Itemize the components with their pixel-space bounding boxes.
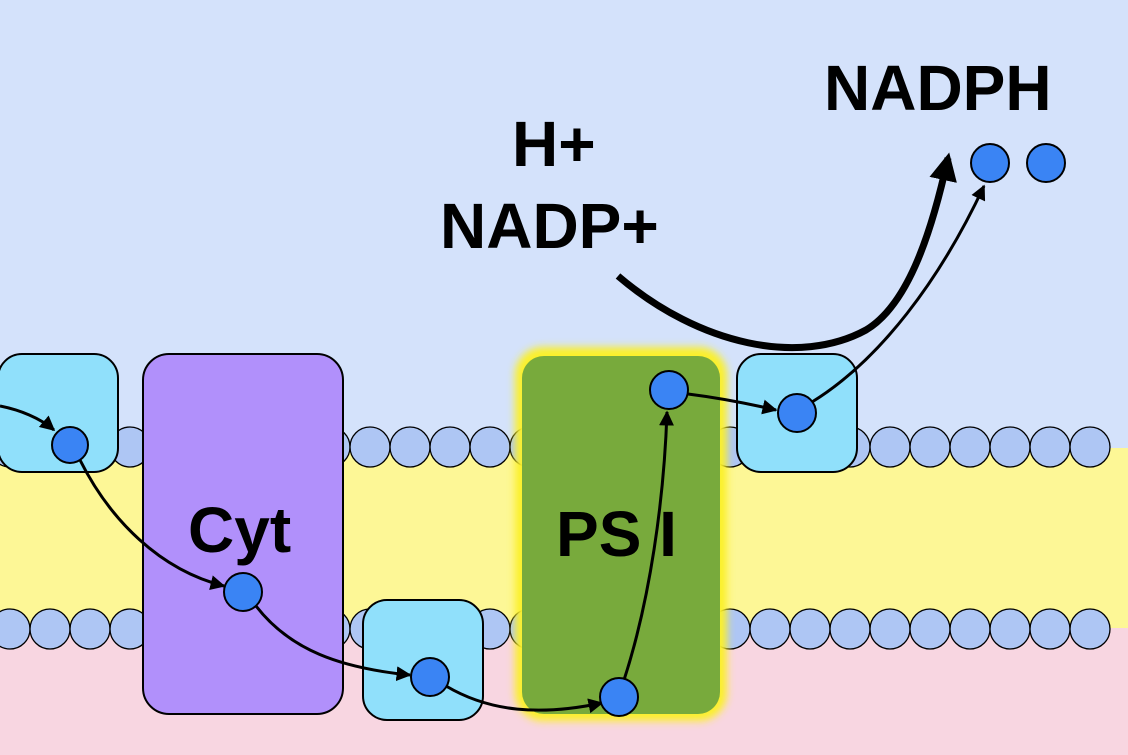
arrow-ferredoxin-to-nadph [811,184,986,404]
electron-dot-icon [410,657,450,697]
lipid-head [469,426,511,468]
arrow-cyt-to-plastocyanin [254,605,412,682]
lipid-head [1029,608,1071,650]
lipid-head [789,608,831,650]
lipid-head [949,608,991,650]
nadph-label: NADPH [824,52,1052,124]
nadp-plus-label: NADP+ [440,190,659,262]
arrow-plastocyanin-to-ps1 [445,684,604,714]
arrow-into-carrier-left [0,404,56,432]
arrow-ps1-to-ferredoxin [687,392,778,415]
lipid-head [989,608,1031,650]
lipid-head [909,608,951,650]
lipid-head [1029,426,1071,468]
lipid-head [749,608,791,650]
arrow-ps1-up [622,410,675,681]
arrow-carrier-to-cyt [78,459,226,590]
electron-dot-icon [1026,143,1066,183]
arrow-nadp-reduction [615,152,957,351]
electron-dot-icon [970,143,1010,183]
photosystem-one [522,356,720,714]
cytochrome-complex [142,353,344,715]
lipid-head [869,426,911,468]
lipid-head [989,426,1031,468]
electron-dot-icon [777,393,817,433]
h-plus-label: H+ [512,108,596,180]
electron-dot-icon [599,677,639,717]
lipid-head [909,426,951,468]
electron-dot-icon [223,572,263,612]
lipid-head [949,426,991,468]
lipid-head [1069,608,1111,650]
lipid-head [389,426,431,468]
lipid-head [69,608,111,650]
lipid-head [429,426,471,468]
lipid-head [829,608,871,650]
cyt-label: Cyt [188,494,291,566]
electron-dot-icon [51,426,89,464]
electron-dot-icon [649,370,689,410]
lipid-head [349,426,391,468]
lipid-head [869,608,911,650]
lipid-head [29,608,71,650]
lipid-head [1069,426,1111,468]
